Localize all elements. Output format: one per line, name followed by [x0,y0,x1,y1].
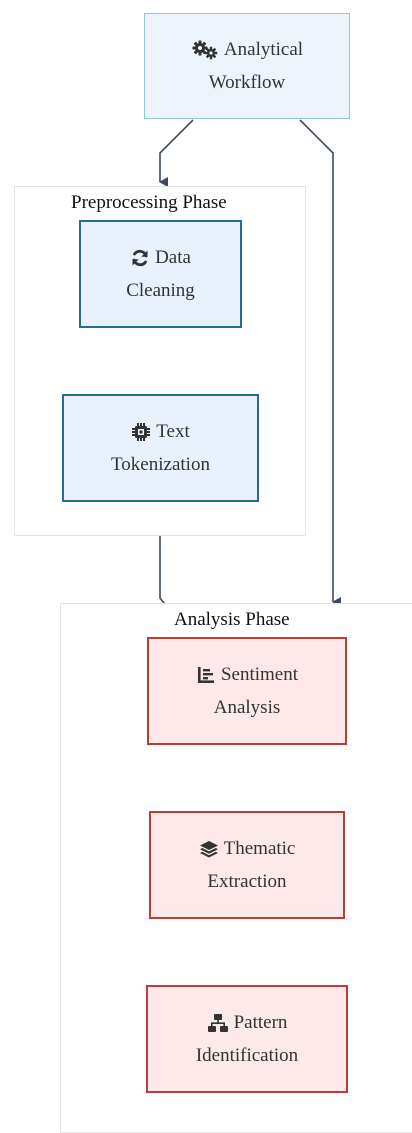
node-thematic-extraction[interactable]: Thematic Extraction [149,811,345,919]
sitemap-icon [207,1013,229,1033]
layers-icon [199,839,219,859]
node-analytical-workflow-line1: Analytical [223,39,304,60]
bar-list-icon [196,665,216,685]
node-data-cleaning[interactable]: Data Cleaning [79,220,242,328]
node-data-cleaning-line1: Data [155,247,191,268]
node-thematic-extraction-line2: Extraction [207,871,287,892]
node-sentiment-analysis-line2: Analysis [213,697,281,718]
preprocessing-phase-title: Preprocessing Phase [71,192,227,213]
node-text-tokenization-line2: Tokenization [111,454,210,475]
node-analytical-workflow-line2: Workflow [208,72,286,93]
node-sentiment-analysis[interactable]: Sentiment Analysis [147,637,347,745]
microchip-icon [131,422,151,442]
node-text-tokenization-line1: Text [156,421,190,442]
analysis-phase-title: Analysis Phase [174,609,290,630]
node-pattern-identification-line1: Pattern [233,1012,288,1033]
node-pattern-identification-line2: Identification [195,1045,299,1066]
node-data-cleaning-line2: Cleaning [126,280,195,301]
sync-icon [130,248,150,268]
node-text-tokenization[interactable]: Text Tokenization [62,394,259,502]
node-pattern-identification[interactable]: Pattern Identification [146,985,348,1093]
edge-root-to-cleaning [159,119,194,187]
node-analytical-workflow[interactable]: Analytical Workflow [144,13,350,119]
node-thematic-extraction-line1: Thematic [223,838,296,859]
cogs-icon [191,40,219,60]
node-sentiment-analysis-line1: Sentiment [220,664,299,685]
